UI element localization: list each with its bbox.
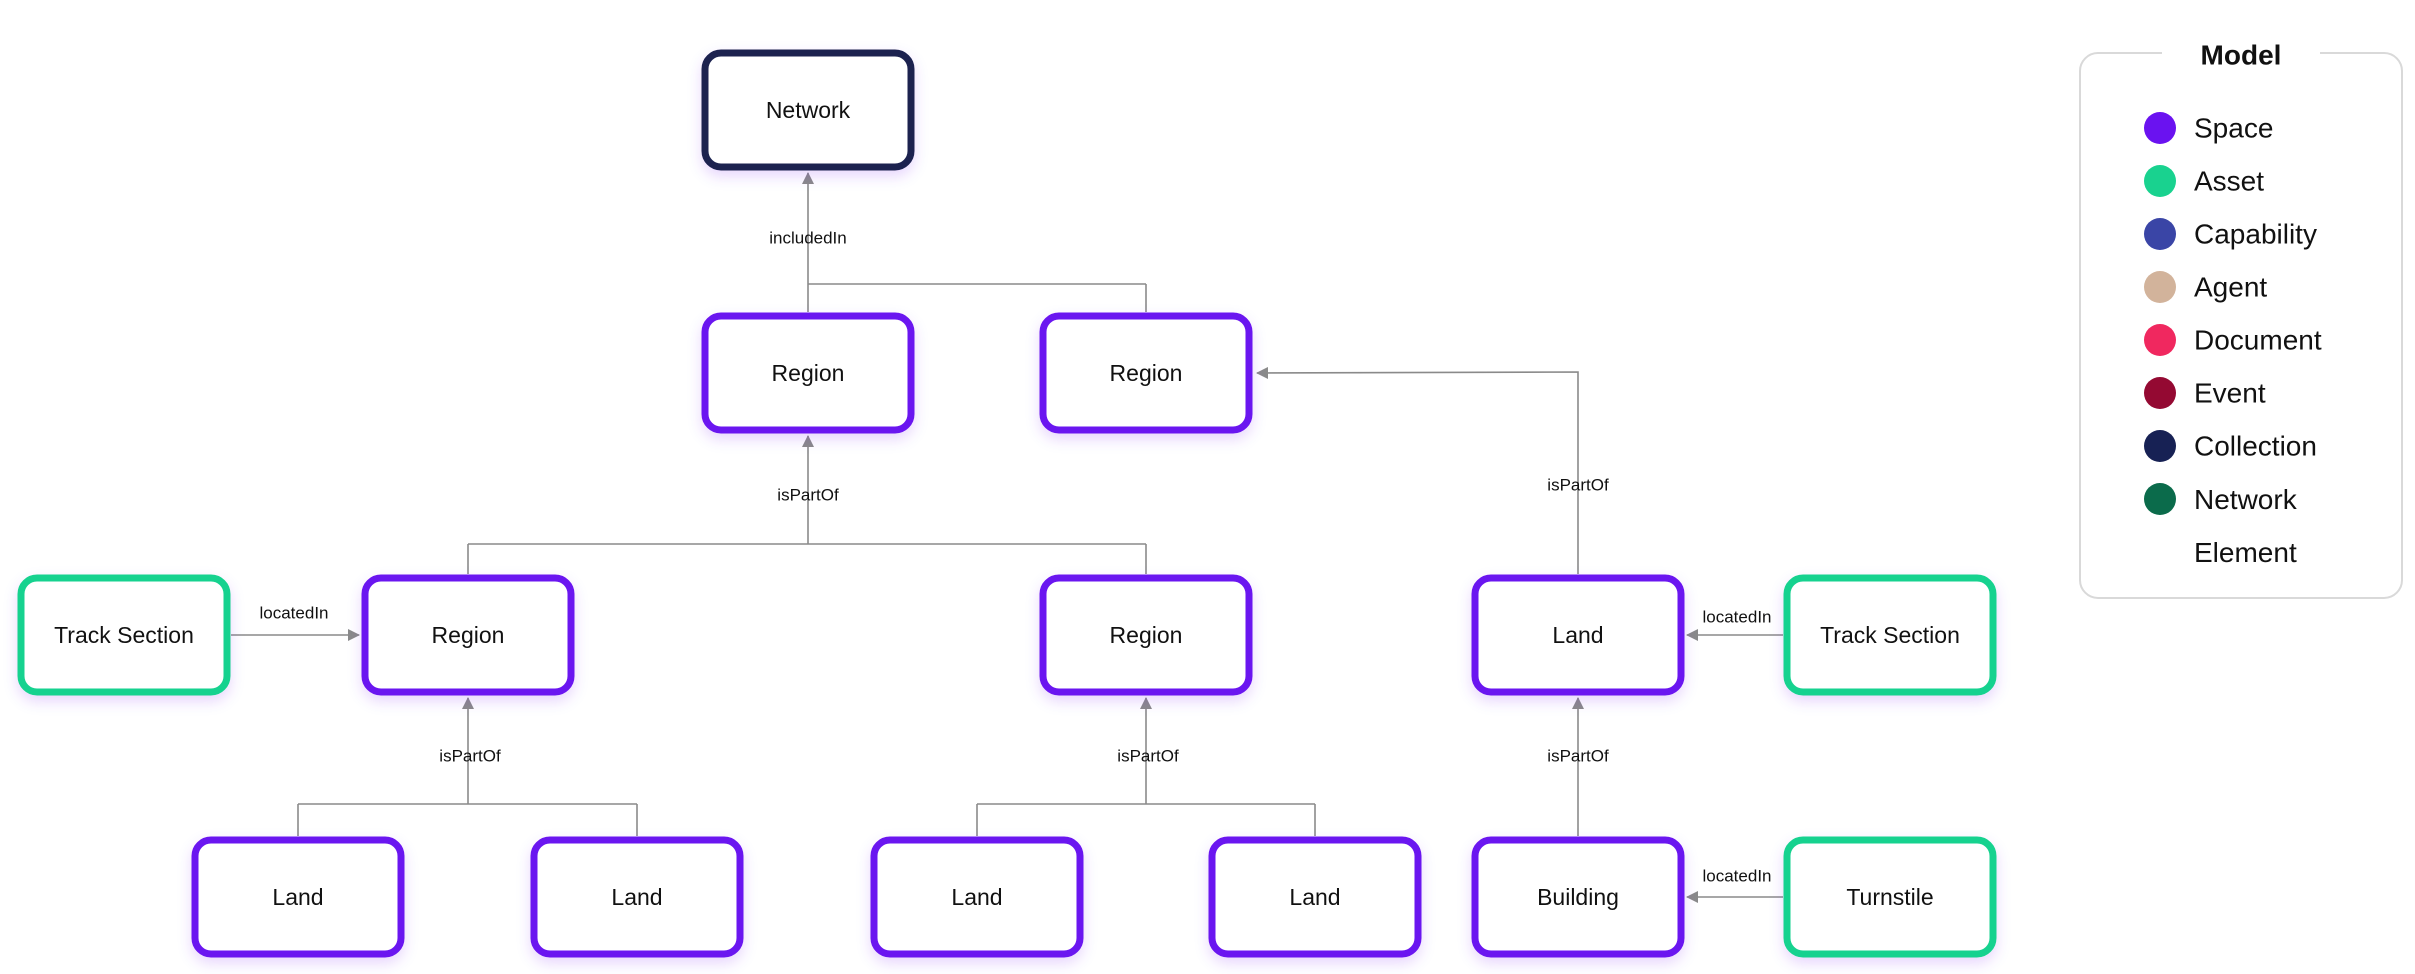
legend-panel: Model SpaceAssetCapabilityAgentDocumentE… [2079,30,2403,599]
node-box[interactable] [701,49,915,171]
node-region-a[interactable]: Region [701,312,915,434]
legend-label: Document [2194,325,2322,356]
edge-locatedIn: locatedIn [1686,867,1783,903]
legend-label: Capability [2194,219,2317,250]
legend-item: Agent [2144,271,2267,303]
node-label: Land [951,884,1002,910]
legend-label: Asset [2194,166,2264,197]
node-land-1[interactable]: Land [191,836,405,958]
legend-label: Space [2194,113,2273,144]
edge-isPartOf: isPartOf [297,697,638,836]
legend-swatch [2144,112,2176,144]
edge-includedIn: includedIn [769,172,1147,312]
node-land-2[interactable]: Land [530,836,744,958]
node-region-d[interactable]: Region [1039,574,1253,696]
node-label: Track Section [1820,622,1960,648]
legend-item: Event [2144,377,2266,409]
edge-label: isPartOf [777,486,839,505]
legend-swatch [2144,377,2176,409]
node-network[interactable]: Network [701,49,915,171]
legend-title: Model [2201,40,2282,71]
legend-swatch [2144,430,2176,462]
node-label: Land [272,884,323,910]
legend-item: Asset [2144,165,2264,197]
legend-label: Event [2194,378,2266,409]
node-box[interactable] [361,574,575,696]
legend-swatch [2144,165,2176,197]
legend-label: Collection [2194,431,2317,462]
edge-label: locatedIn [260,604,329,623]
node-track-left[interactable]: Track Section [17,574,231,696]
legend-title-background [2162,30,2320,76]
legend-item: Capability [2144,218,2317,250]
node-box[interactable] [1471,836,1685,958]
node-box[interactable] [870,836,1084,958]
edge-locatedIn: locatedIn [231,604,360,641]
node-land-3[interactable]: Land [870,836,1084,958]
edge-label: isPartOf [439,747,501,766]
node-label: Region [1110,360,1183,386]
edge-arrow [1256,366,1579,574]
edge-label: isPartOf [1547,476,1609,495]
legend-item: Space [2144,112,2273,144]
node-label: Region [432,622,505,648]
node-label: Land [611,884,662,910]
edge-isPartOf: isPartOf [1256,366,1609,574]
legend-swatch [2144,218,2176,250]
edge-label: includedIn [769,229,847,248]
edge-label: isPartOf [1117,747,1179,766]
node-label: Land [1552,622,1603,648]
node-label: Land [1289,884,1340,910]
node-land-4[interactable]: Land [1208,836,1422,958]
edge-label: locatedIn [1703,867,1772,886]
node-box[interactable] [17,574,231,696]
edge-locatedIn: locatedIn [1686,608,1783,641]
legend-item: Document [2144,324,2322,356]
node-box[interactable] [1471,574,1685,696]
node-box[interactable] [530,836,744,958]
legend-items: SpaceAssetCapabilityAgentDocumentEventCo… [2144,112,2322,568]
node-box[interactable] [1039,312,1253,434]
node-box[interactable] [1208,836,1422,958]
node-label: Region [772,360,845,386]
legend-swatch [2144,324,2176,356]
node-box[interactable] [1783,574,1997,696]
legend-label: Agent [2194,272,2267,303]
edge-isPartOf: isPartOf [1547,697,1609,836]
node-turnstile[interactable]: Turnstile [1783,836,1997,958]
node-box[interactable] [701,312,915,434]
node-box[interactable] [1783,836,1997,958]
node-region-b[interactable]: Region [1039,312,1253,434]
edge-label: isPartOf [1547,747,1609,766]
node-building[interactable]: Building [1471,836,1685,958]
legend-swatch [2144,483,2176,515]
edge-isPartOf: isPartOf [467,435,1147,574]
edges: includedIn isPartOf isPartOf locatedIn locat… [231,172,1783,903]
node-region-c[interactable]: Region [361,574,575,696]
node-box[interactable] [1039,574,1253,696]
edge-isPartOf: isPartOf [976,697,1316,836]
node-track-right[interactable]: Track Section [1783,574,1997,696]
node-label: Building [1537,884,1619,910]
edge-label: locatedIn [1703,608,1772,627]
legend-item: Collection [2144,430,2317,462]
node-box[interactable] [191,836,405,958]
node-land-mid[interactable]: Land [1471,574,1685,696]
node-label: Network [766,97,851,123]
node-label: Track Section [54,622,194,648]
node-label: Turnstile [1846,884,1933,910]
node-label: Region [1110,622,1183,648]
legend-swatch [2144,271,2176,303]
